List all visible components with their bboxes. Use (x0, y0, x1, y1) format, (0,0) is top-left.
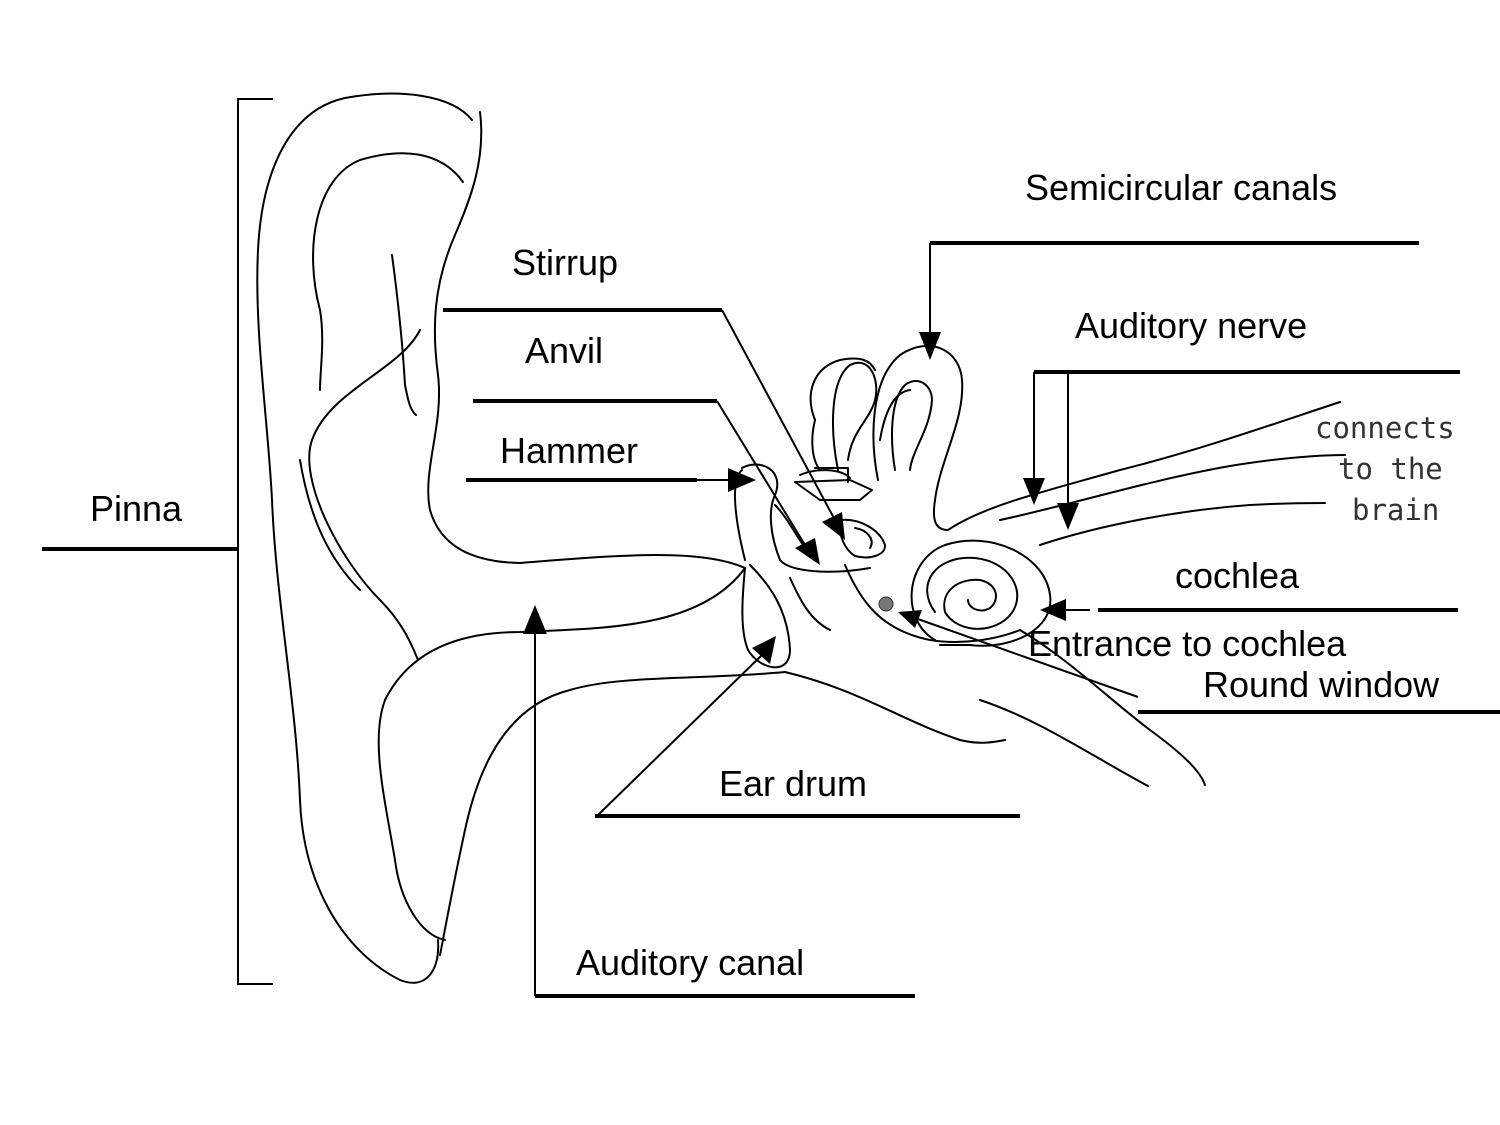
anvil-pointer (716, 400, 806, 546)
stirrup-pointer (721, 309, 836, 521)
leader-lines (42, 98, 1500, 998)
cochlea-arrowhead (1040, 599, 1066, 621)
auditory-canal-label: Auditory canal (576, 942, 804, 983)
ear-drum-label: Ear drum (719, 763, 867, 804)
hammer-arrowhead (728, 468, 756, 492)
ear-drum-arrowhead (752, 636, 776, 664)
semicircular-canals-arrowhead (919, 332, 941, 360)
pinna-label: Pinna (90, 488, 183, 529)
auditory-nerve-arrowhead-2 (1057, 503, 1079, 530)
entrance-to-cochlea-label: Entrance to cochlea (1028, 623, 1347, 664)
ear-drum-pointer (596, 654, 763, 817)
connects-text-line2: to the (1338, 452, 1443, 486)
connects-text-line3: brain (1352, 493, 1439, 527)
labels: Pinna Stirrup Anvil Hammer Semicircular … (90, 167, 1455, 983)
middle-ear-drawing (733, 463, 1021, 669)
connects-text-line1: connects (1315, 411, 1455, 445)
stirrup-label: Stirrup (512, 242, 618, 283)
round-window-dot (878, 596, 894, 612)
hammer-label: Hammer (500, 430, 638, 471)
semicircular-canals-label: Semicircular canals (1025, 167, 1337, 208)
anvil-label: Anvil (525, 330, 603, 371)
auditory-canal-arrowhead (523, 605, 547, 634)
auditory-nerve-label: Auditory nerve (1075, 305, 1307, 346)
round-window-pointer (914, 617, 1139, 698)
auditory-nerve-arrowhead-1 (1023, 478, 1045, 505)
pinna-bracket (237, 98, 273, 985)
pinna-drawing (256, 92, 1006, 984)
round-window-label: Round window (1203, 664, 1440, 705)
stirrup-arrowhead (822, 512, 845, 540)
inner-ear-drawing (809, 344, 1346, 787)
cochlea-label: cochlea (1175, 555, 1300, 596)
anvil-arrowhead (795, 538, 820, 565)
round-window-arrowhead (898, 610, 922, 628)
